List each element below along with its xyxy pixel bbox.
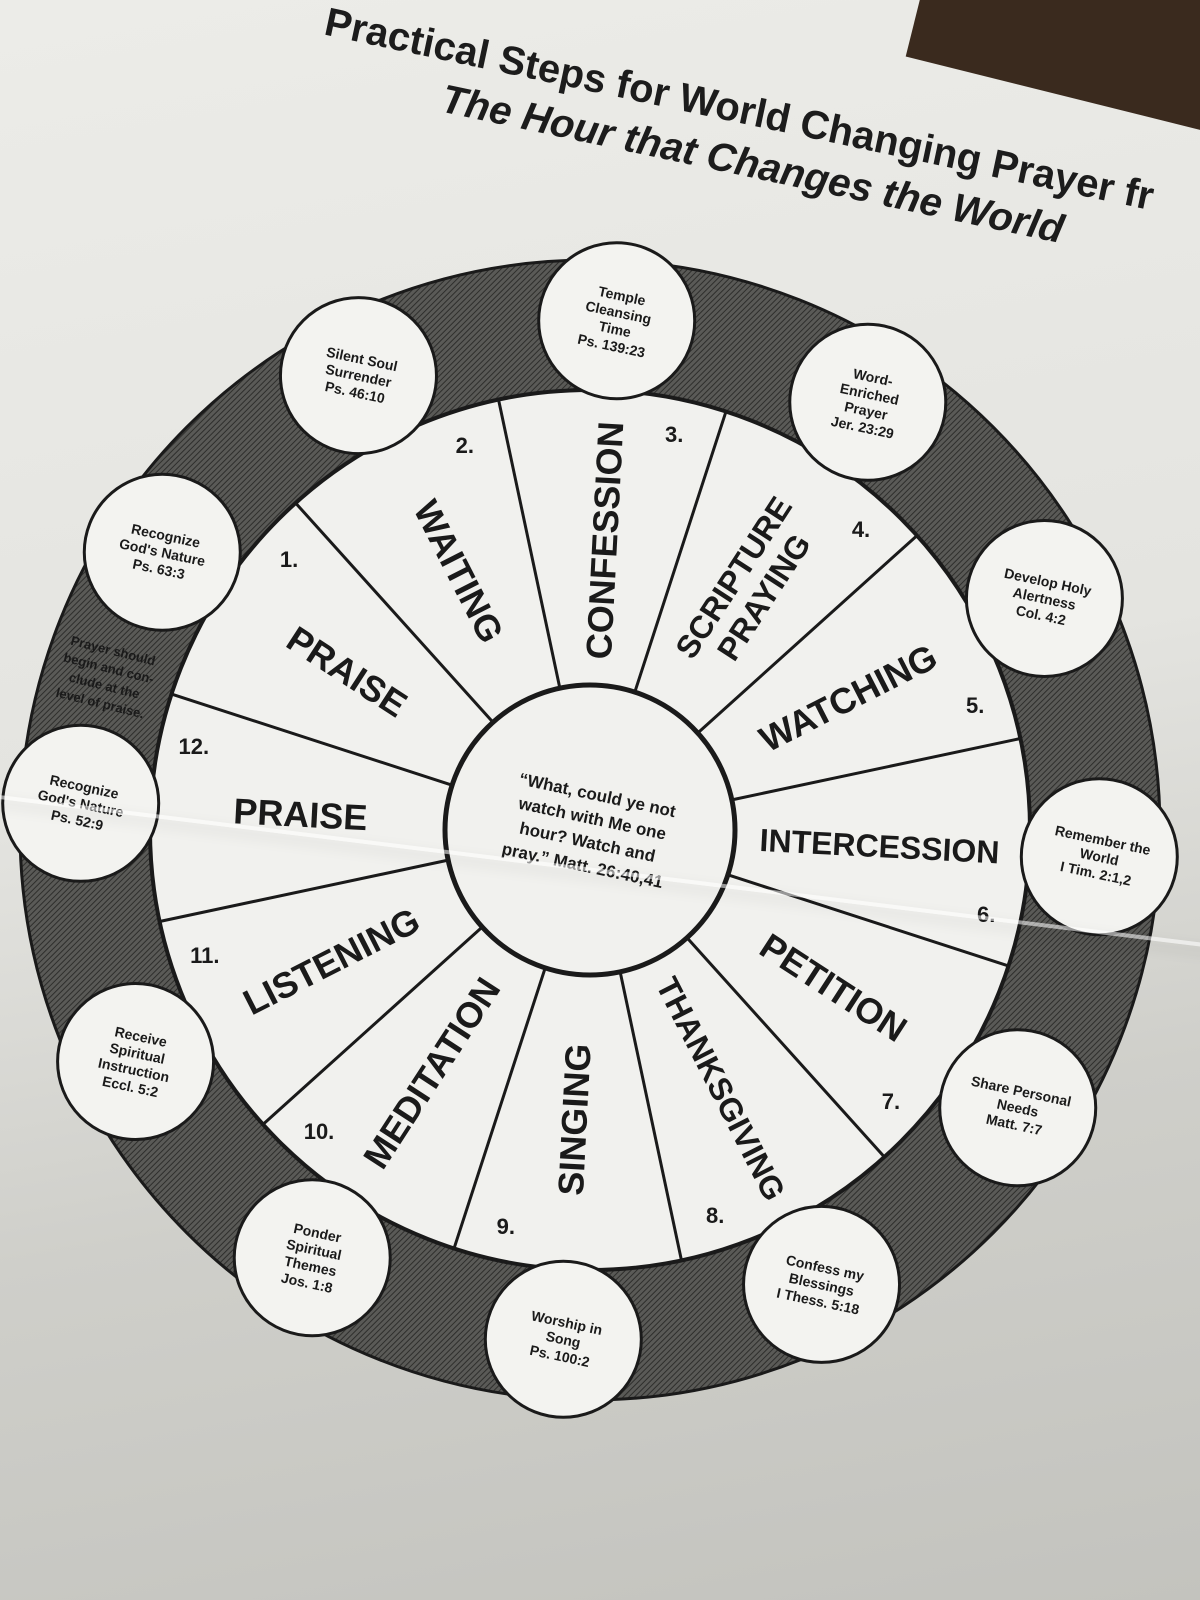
segment-number: 5. <box>966 693 984 718</box>
step-bubble <box>742 1204 902 1364</box>
step-bubble <box>483 1259 643 1419</box>
step-bubble <box>232 1178 392 1338</box>
segment-divider <box>262 925 484 1126</box>
step-bubble <box>537 241 697 401</box>
step-bubble <box>82 472 242 632</box>
segment-divider <box>731 737 1021 802</box>
segment-number: 11. <box>190 943 219 968</box>
step-bubble <box>964 518 1124 678</box>
step-bubble <box>1019 777 1179 937</box>
segment-number: 3. <box>665 422 683 447</box>
segment-divider <box>171 692 453 787</box>
segment-divider <box>452 967 547 1249</box>
step-bubble <box>278 296 438 456</box>
bubble-text: Song <box>545 1328 583 1351</box>
segment-divider <box>159 858 449 923</box>
segment-number: 9. <box>497 1214 515 1239</box>
step-bubble <box>1 723 161 883</box>
segment-divider <box>633 411 728 693</box>
segment-number: 4. <box>852 517 870 542</box>
segment-number: 8. <box>706 1203 724 1228</box>
segment-divider <box>497 399 562 689</box>
segment-divider <box>685 936 886 1158</box>
segment-divider <box>294 502 495 724</box>
step-bubble <box>938 1028 1098 1188</box>
step-bubble <box>788 322 948 482</box>
segment-number: 10. <box>304 1119 335 1144</box>
segment-number: 1. <box>280 547 298 572</box>
center-circle <box>442 682 738 978</box>
segment-number: 2. <box>456 433 474 458</box>
step-bubble <box>56 982 216 1142</box>
segment-label-group: SINGING <box>550 1043 599 1197</box>
segment-number: 7. <box>882 1089 900 1114</box>
bubble-text: Time <box>597 318 632 340</box>
segment-divider <box>696 534 918 735</box>
segment-divider <box>618 971 683 1261</box>
segment-label: SINGING <box>550 1043 599 1197</box>
segment-number: 6. <box>977 902 995 927</box>
segment-number: 12. <box>179 734 210 759</box>
